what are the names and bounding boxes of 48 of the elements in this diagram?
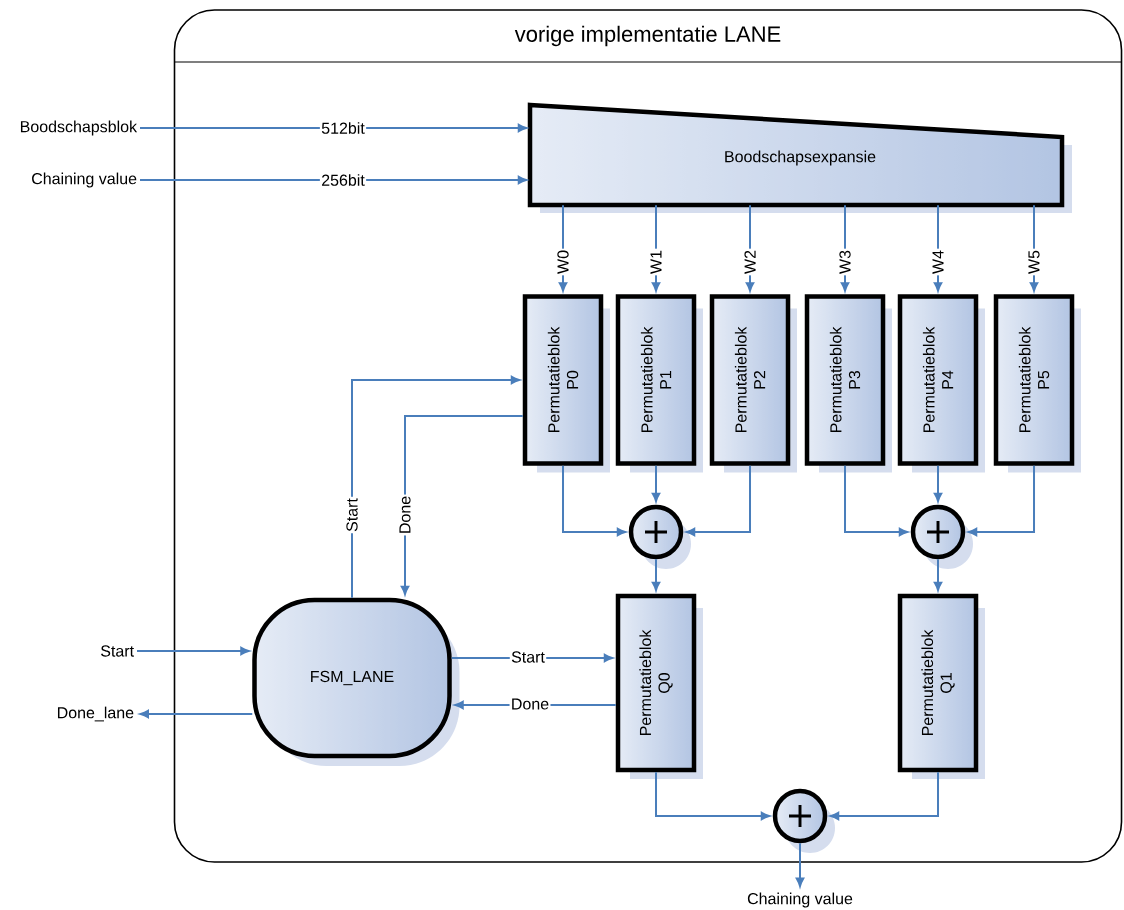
frame-title: vorige implementatie LANE xyxy=(514,25,781,47)
arrow xyxy=(651,558,661,591)
arrow xyxy=(562,464,626,537)
edge-label: W3 xyxy=(838,248,852,276)
edge-label: 256bit xyxy=(319,172,367,188)
edge-label: Done xyxy=(398,494,412,536)
xor-symbol xyxy=(910,504,973,569)
permutation-block: Permutatieblok P1 xyxy=(615,294,703,473)
xor-symbol xyxy=(772,788,835,853)
arrow xyxy=(933,464,943,502)
signal-label: Done_lane xyxy=(58,706,134,722)
signal-label: Start xyxy=(101,645,134,657)
permutation-block: Permutatieblok P4 xyxy=(897,294,985,473)
signal-label: Chaining value xyxy=(747,892,853,908)
permutation-block: Permutatieblok P0 xyxy=(522,294,610,473)
arrow xyxy=(139,709,254,719)
edge-label: Start xyxy=(509,650,547,664)
permutation-block: Permutatieblok Q0 xyxy=(615,593,703,779)
expansion-block: Boodschapsexpansie xyxy=(527,102,1072,213)
permutation-block: Permutatieblok P2 xyxy=(709,294,797,473)
edge-label: W4 xyxy=(931,248,945,276)
edge-label: Start xyxy=(345,496,359,534)
arrow xyxy=(351,375,520,599)
signal-label: Chaining value xyxy=(32,172,137,188)
edge-label: W0 xyxy=(556,248,570,276)
arrow xyxy=(933,558,943,591)
arrow xyxy=(844,464,908,537)
permutation-block: Permutatieblok P5 xyxy=(993,294,1081,473)
arrow xyxy=(139,175,527,185)
permutation-block: Permutatieblok P3 xyxy=(804,294,892,473)
arrow xyxy=(968,464,1035,537)
arrow xyxy=(136,646,250,656)
arrow xyxy=(795,842,805,887)
signal-label: Boodschapsblok xyxy=(20,120,138,136)
edge-label: 512bit xyxy=(319,120,367,136)
arrow xyxy=(655,771,770,821)
edge-label: W1 xyxy=(649,248,663,276)
arrow xyxy=(830,771,939,821)
xor-symbol xyxy=(628,504,691,569)
edge-label: W5 xyxy=(1027,248,1041,276)
permutation-block: Permutatieblok Q1 xyxy=(897,593,985,779)
arrow xyxy=(686,464,751,537)
edge-label: W2 xyxy=(743,248,757,276)
arrow xyxy=(400,415,524,595)
edge-label: Done xyxy=(509,697,551,711)
state-machine-block: FSM_LANE xyxy=(252,597,460,766)
arrow xyxy=(651,464,661,502)
arrow xyxy=(139,123,527,133)
